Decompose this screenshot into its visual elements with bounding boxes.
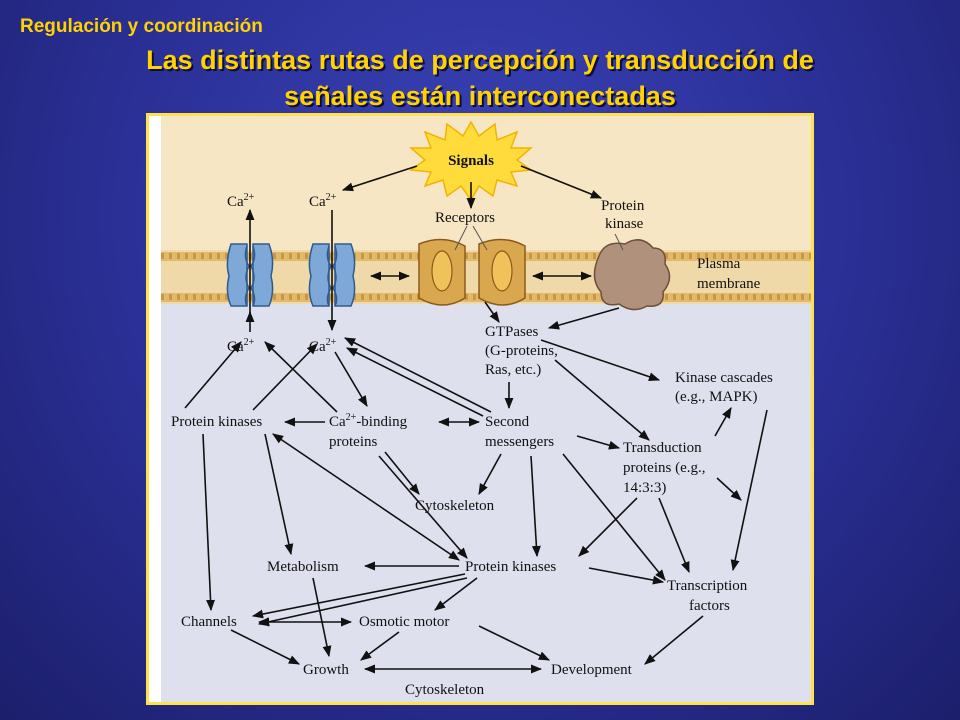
arrow-pkleft-metabolism (264, 433, 294, 556)
arrow-gtpases-transduction (554, 359, 650, 441)
arrow-transduction-pkcenter (578, 497, 638, 557)
receptor-icon (478, 238, 526, 306)
arrow-osmotic-growth (360, 631, 400, 661)
transduction-label-1: Transduction (623, 440, 702, 456)
protein-kinase-ext-label-2: kinase (605, 216, 644, 232)
growth-label: Growth (303, 662, 349, 678)
arrow-channels-growth (230, 629, 301, 665)
arrow-second-transduction (576, 435, 621, 450)
arrow-kcascades-up (714, 407, 732, 437)
ca-binding-label-1: Ca2+-binding (329, 412, 408, 430)
arrow-pkleft-channels (202, 433, 216, 612)
transduction-label-3: 14:3:3) (623, 480, 666, 496)
protein-kinases-left-label: Protein kinases (171, 414, 262, 430)
second-messengers-label-2: messengers (485, 434, 554, 450)
osmotic-motor-label: Osmotic motor (359, 614, 449, 630)
pathway-arrows (184, 165, 768, 674)
slide-title-line-1: Las distintas rutas de percepción y tran… (146, 45, 814, 75)
arrow-second-pkcenter (530, 455, 541, 558)
arrow-pkcenter-channels (251, 573, 466, 619)
pathway-diagram: Signals Ca2+ Ca2+ Receptors Protein kina… (149, 116, 811, 702)
gtpases-label-2: (G-proteins, (485, 343, 558, 359)
receptors-label: Receptors (435, 210, 495, 226)
metabolism-label: Metabolism (267, 559, 339, 575)
gtpases-label-3: Ras, etc.) (485, 362, 541, 378)
arrow-transduction-right (716, 477, 742, 501)
arrow-pk-to-ca2 (252, 343, 318, 411)
calcium-channel-icon (226, 243, 274, 307)
signals-label: Signals (448, 153, 494, 169)
ca-binding-label-2: proteins (329, 434, 377, 450)
arrow-gtpases-kinase-cascades (540, 339, 661, 382)
arrow-transduction-transcription (658, 497, 690, 574)
kinase-cascades-label-1: Kinase cascades (675, 370, 773, 386)
protein-kinases-center-label: Protein kinases (465, 559, 556, 575)
slide-title-line-2: señales están interconectadas (284, 81, 676, 111)
channels-label: Channels (181, 614, 237, 630)
development-label: Development (551, 662, 633, 678)
arrow-cabind-pkcenter (378, 455, 468, 559)
arrow-second-to-ca2 (345, 347, 484, 417)
cytoskeleton-bottom-label: Cytoskeleton (405, 682, 485, 698)
arrow-signals-to-kinase (520, 165, 603, 199)
arrow-second-to-ca2-b (344, 337, 492, 413)
arrow-cabind-to-ca1 (264, 341, 338, 413)
arrow-pkcenter-osmotic (434, 577, 478, 611)
arrow-pkcenter-transcription (588, 567, 665, 585)
signal-pathway-figure: Signals Ca2+ Ca2+ Receptors Protein kina… (146, 113, 814, 705)
arrow-metabolism-growth (312, 577, 332, 658)
arrow-transcription-development (644, 615, 704, 665)
transcription-label-2: factors (689, 598, 730, 614)
arrow-receptor-gtpases (484, 301, 500, 323)
transcription-label-1: Transcription (667, 578, 748, 594)
arrow-pkleft-pkcenter (272, 433, 460, 561)
arrow-signals-to-ca2 (341, 165, 418, 192)
protein-kinase-ext-label-1: Protein (601, 198, 645, 214)
gtpases-label-1: GTPases (485, 324, 538, 340)
plasma-membrane-label-1: Plasma (697, 256, 741, 272)
protein-kinase-pointer (614, 233, 624, 251)
arrow-osmotic-development (478, 625, 551, 661)
plasma-membrane-label-2: membrane (697, 276, 761, 292)
calcium-channel-icon (308, 243, 356, 307)
arrow-second-cytoskeleton (478, 453, 502, 495)
section-label: Regulación y coordinación (20, 16, 263, 37)
arrow-kcascades-transcription (730, 409, 768, 572)
arrow-ca2-to-cabind (334, 351, 368, 407)
left-margin-strip (149, 116, 161, 702)
slide-title: Las distintas rutas de percepción y tran… (40, 42, 920, 114)
receptors-pointer-right (472, 225, 488, 251)
second-messengers-label-1: Second (485, 414, 530, 430)
transduction-label-2: proteins (e.g., (623, 460, 705, 476)
receptor-icon (418, 238, 466, 306)
arrow-kinase-gtpases (547, 307, 620, 330)
arrow-second-transcription (562, 453, 666, 581)
ca-top-2-label: Ca2+ (309, 192, 337, 210)
protein-kinase-icon (593, 239, 671, 311)
ca-top-1-label: Ca2+ (227, 192, 255, 210)
arrow-pkcenter-channels-b (257, 577, 468, 627)
arrow-pk-to-ca1 (184, 341, 242, 409)
kinase-cascades-label-2: (e.g., MAPK) (675, 389, 758, 405)
receptors-pointer-left (454, 225, 468, 251)
